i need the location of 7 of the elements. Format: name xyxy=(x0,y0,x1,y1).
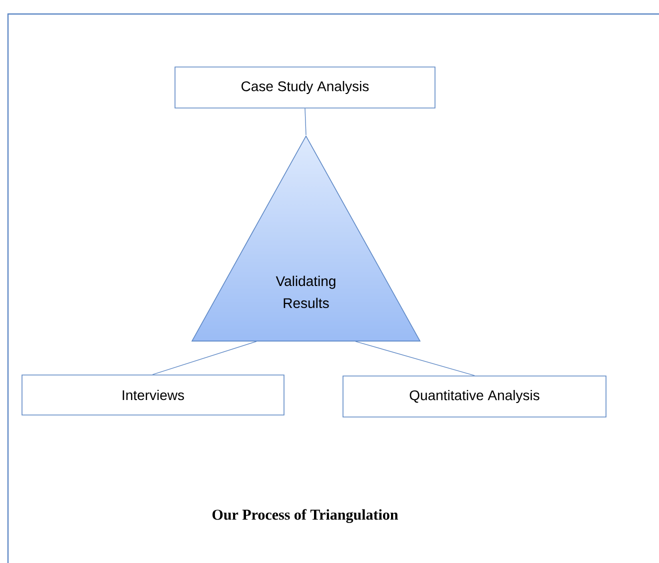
process-box: Case Study Analysis xyxy=(174,66,436,108)
connector-line xyxy=(355,341,475,376)
connector-line xyxy=(152,341,257,375)
connector-line xyxy=(304,108,306,136)
process-box: Interviews xyxy=(22,374,284,416)
caption: Our Process of Triangulation xyxy=(212,509,398,523)
process-box: Quantitative Analysis xyxy=(342,376,606,418)
